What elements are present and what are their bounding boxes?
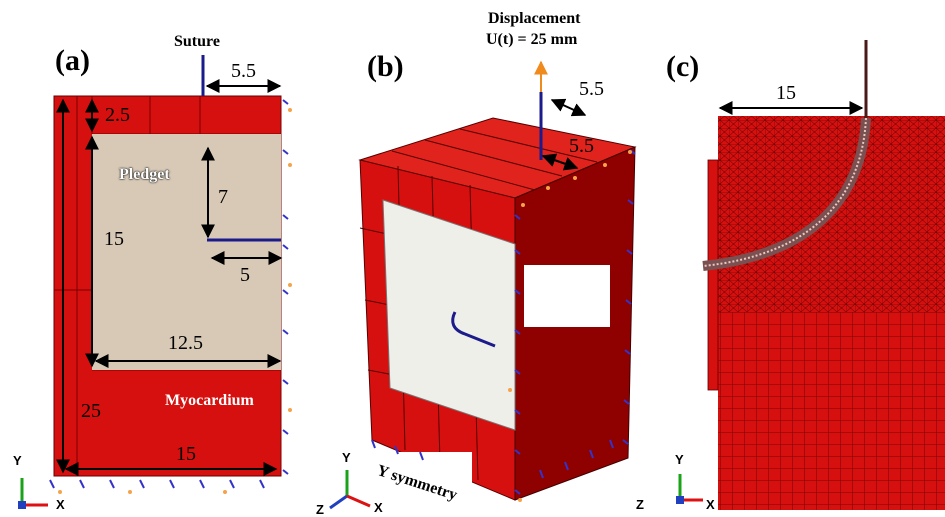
displacement-title: Displacement — [488, 10, 581, 27]
axis-z-label-c: Z — [636, 497, 644, 512]
panel-a — [18, 55, 292, 509]
axis-z-label-b: Z — [316, 502, 324, 517]
axis-x-label-c: X — [706, 497, 715, 512]
dim-pledget-width: 12.5 — [168, 332, 203, 354]
suture-label: Suture — [174, 33, 220, 50]
panel-label-b: (b) — [367, 50, 404, 83]
axis-triad-a — [18, 478, 48, 509]
dim-total-width: 15 — [176, 443, 196, 465]
boundary-markers-a — [49, 99, 289, 489]
suture-curve-b — [451, 311, 496, 348]
dim-b-top: 5.5 — [579, 78, 604, 100]
dim-total-height: 25 — [81, 400, 101, 422]
coarse-mesh-region — [718, 310, 945, 510]
panel-c — [676, 40, 945, 510]
dim-arrow-b-side — [541, 153, 579, 171]
axis-x-label-b: X — [374, 500, 383, 515]
axis-x-label-a: X — [56, 497, 65, 512]
dim-pledget-height: 15 — [104, 228, 124, 250]
myocardium-label: Myocardium — [165, 392, 254, 409]
dim-top-offset: 5.5 — [231, 60, 256, 82]
dim-suture-length: 5 — [240, 264, 250, 286]
boundary-markers-b — [371, 149, 636, 495]
dim-c-top: 15 — [776, 82, 796, 104]
panel-label-a: (a) — [55, 44, 90, 77]
axis-y-label-a: Y — [13, 453, 22, 468]
pledget-face-b — [382, 199, 516, 431]
panel-b — [329, 60, 637, 510]
dim-b-side: 5.5 — [569, 135, 594, 157]
axis-triad-b — [329, 470, 371, 510]
displacement-value: U(t) = 25 mm — [486, 31, 578, 48]
pledget-label: Pledget — [119, 166, 170, 183]
dim-top-band: 2.5 — [105, 104, 130, 126]
dim-suture-depth: 7 — [218, 186, 228, 208]
white-mask-bottom — [380, 452, 472, 510]
load-markers-a — [58, 108, 292, 494]
axis-triad-c — [676, 474, 703, 504]
panel-label-c: (c) — [666, 50, 700, 83]
axis-y-label-c: Y — [675, 452, 684, 467]
white-mask-right — [524, 265, 610, 327]
axis-y-label-b: Y — [342, 450, 351, 465]
load-markers-b — [508, 150, 632, 502]
dim-arrow-b-top — [550, 98, 587, 117]
